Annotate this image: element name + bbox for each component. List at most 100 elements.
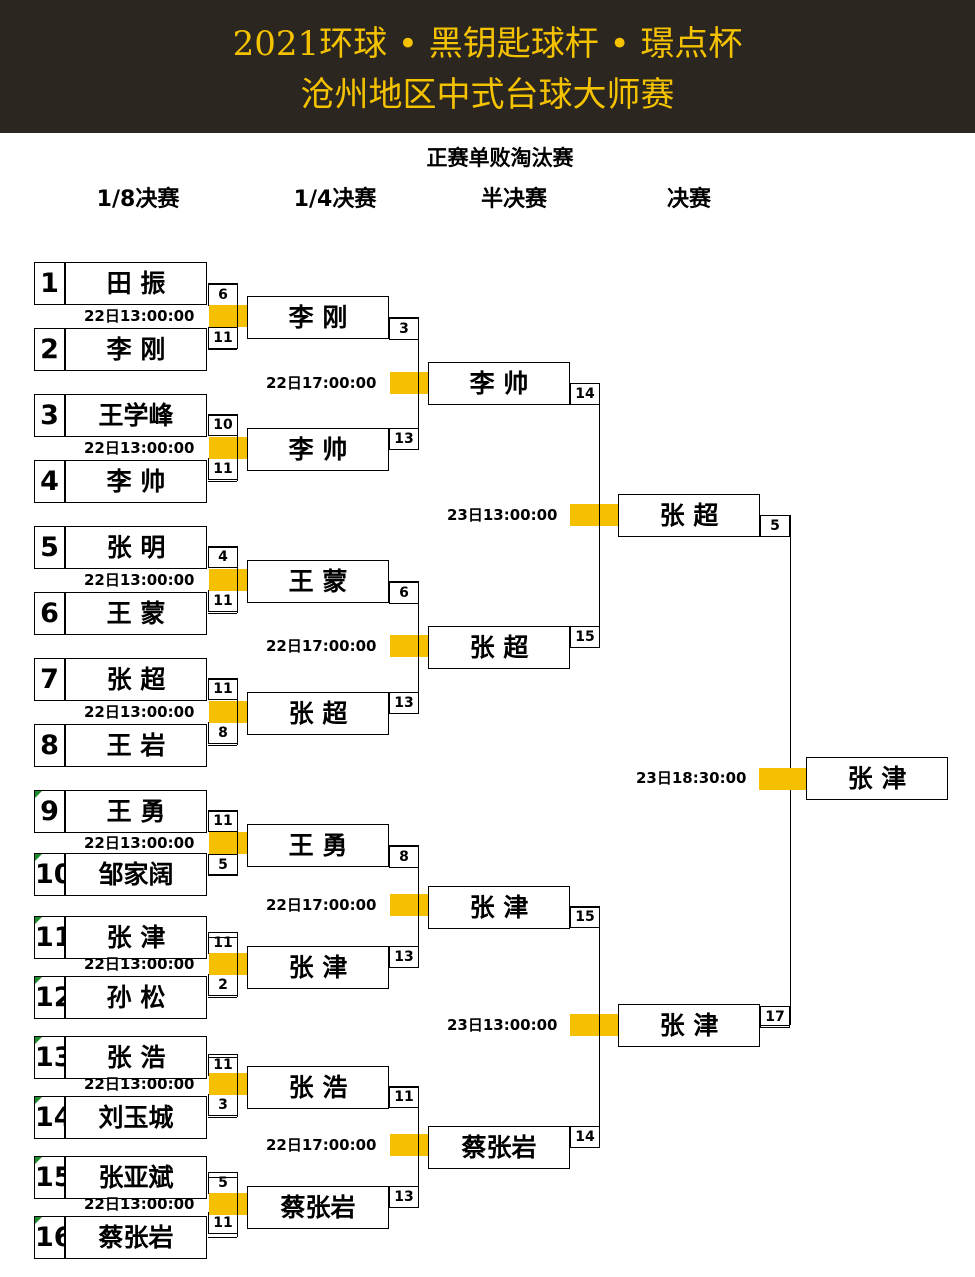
- bracket-line: [389, 1087, 418, 1088]
- match-time: 22日17:00:00: [266, 637, 377, 655]
- player-name: 蔡张岩: [428, 1126, 570, 1169]
- seed-number: 2: [34, 328, 65, 371]
- match-connector-bar: [390, 1134, 438, 1156]
- header-banner: 2021环球 • 黑钥匙球杆 • 璟点杯 沧州地区中式台球大师赛: [0, 0, 975, 133]
- match-score: 3: [208, 1094, 238, 1116]
- bracket-line: [237, 679, 238, 745]
- player-name: 张 津: [65, 916, 207, 959]
- seed-number: 15: [34, 1156, 73, 1199]
- bracket-line: [389, 967, 418, 968]
- match-time: 22日13:00:00: [84, 1075, 195, 1093]
- player-name: 蔡张岩: [247, 1186, 389, 1229]
- match-time: 22日17:00:00: [266, 374, 377, 392]
- match-score: 10: [208, 414, 238, 436]
- match-score: 11: [208, 327, 238, 349]
- bracket-line: [208, 349, 237, 350]
- player-name: 李 帅: [65, 460, 207, 503]
- player-name: 王 岩: [65, 724, 207, 767]
- player-name: 刘玉城: [65, 1096, 207, 1139]
- match-score: 11: [389, 1086, 419, 1108]
- seed-number: 5: [34, 526, 65, 569]
- bracket-subtitle: 正赛单败淘汰赛: [426, 146, 574, 170]
- bracket-line: [208, 997, 237, 998]
- match-score: 17: [760, 1006, 790, 1028]
- match-connector-bar: [209, 832, 257, 854]
- match-time: 22日13:00:00: [84, 571, 195, 589]
- bracket-line: [389, 449, 418, 450]
- bracket-line: [237, 415, 238, 481]
- match-connector-bar: [759, 768, 807, 790]
- seed-number: 16: [34, 1216, 73, 1259]
- match-connector-bar: [209, 305, 257, 327]
- match-score: 14: [570, 1126, 600, 1148]
- match-time: 22日13:00:00: [84, 703, 195, 721]
- bracket-line: [237, 1177, 238, 1237]
- match-score: 13: [389, 1186, 419, 1208]
- match-connector-bar: [209, 953, 257, 975]
- bracket-line: [237, 937, 238, 997]
- match-connector-bar: [209, 569, 257, 591]
- bracket-line: [389, 845, 418, 846]
- bracket-line: [208, 1177, 237, 1178]
- seed-number: 12: [34, 976, 73, 1019]
- round-label-sf: 半决赛: [480, 187, 547, 212]
- bracket-line: [418, 845, 419, 967]
- player-name: 张亚斌: [65, 1156, 207, 1199]
- player-name: 李 帅: [247, 428, 389, 471]
- match-time: 22日13:00:00: [84, 1195, 195, 1213]
- player-name: 张 超: [428, 626, 570, 669]
- seed-number: 7: [34, 658, 65, 701]
- match-score: 4: [208, 546, 238, 568]
- match-score: 2: [208, 974, 238, 996]
- bracket-line: [570, 1147, 599, 1148]
- player-name: 李 帅: [428, 362, 570, 405]
- player-name: 张 津: [247, 946, 389, 989]
- match-time: 22日17:00:00: [266, 896, 377, 914]
- player-name: 张 超: [247, 692, 389, 735]
- tournament-title-line1: 2021环球 • 黑钥匙球杆 • 璟点杯: [232, 24, 743, 64]
- match-score: 6: [208, 284, 238, 306]
- bracket-line: [418, 581, 419, 713]
- bracket-line: [208, 1057, 237, 1058]
- match-connector-bar: [209, 1073, 257, 1095]
- bracket-line: [418, 1087, 419, 1207]
- bracket-line: [208, 874, 237, 875]
- player-name: 邹家阔: [65, 853, 207, 896]
- bracket-line: [208, 811, 237, 812]
- player-name: 王学峰: [65, 394, 207, 437]
- match-time: 22日13:00:00: [84, 834, 195, 852]
- player-name: 张 明: [65, 526, 207, 569]
- bracket-line: [208, 1117, 237, 1118]
- round-label-r16: 1/8决赛: [96, 187, 180, 212]
- match-connector-bar: [390, 372, 438, 394]
- bracket-line: [237, 1057, 238, 1117]
- bracket-line: [208, 613, 237, 614]
- bracket-line: [570, 647, 599, 648]
- bracket-line: [208, 481, 237, 482]
- bracket-line: [208, 1237, 237, 1238]
- bracket-line: [389, 581, 418, 582]
- match-time: 23日18:30:00: [636, 769, 747, 787]
- player-name: 蔡张岩: [65, 1216, 207, 1259]
- player-name: 王 勇: [247, 824, 389, 867]
- bracket-line: [760, 515, 790, 516]
- bracket-line: [237, 283, 238, 349]
- player-name: 张 超: [618, 494, 760, 537]
- round-label-qf: 1/4决赛: [293, 187, 377, 212]
- player-name: 张 津: [428, 886, 570, 929]
- bracket-line: [389, 317, 418, 318]
- seed-number: 13: [34, 1036, 73, 1079]
- bracket-line: [208, 283, 237, 284]
- match-score: 11: [208, 932, 238, 954]
- bracket-line: [389, 713, 418, 714]
- match-time: 22日13:00:00: [84, 307, 195, 325]
- bracket-line: [389, 1207, 418, 1208]
- round-label-final: 决赛: [666, 187, 711, 212]
- match-score: 14: [570, 383, 600, 405]
- seed-number: 14: [34, 1096, 73, 1139]
- bracket-line: [570, 383, 599, 384]
- bracket-line: [208, 547, 237, 548]
- match-score: 3: [389, 318, 419, 340]
- match-score: 11: [208, 1212, 238, 1234]
- seed-number: 11: [34, 916, 73, 959]
